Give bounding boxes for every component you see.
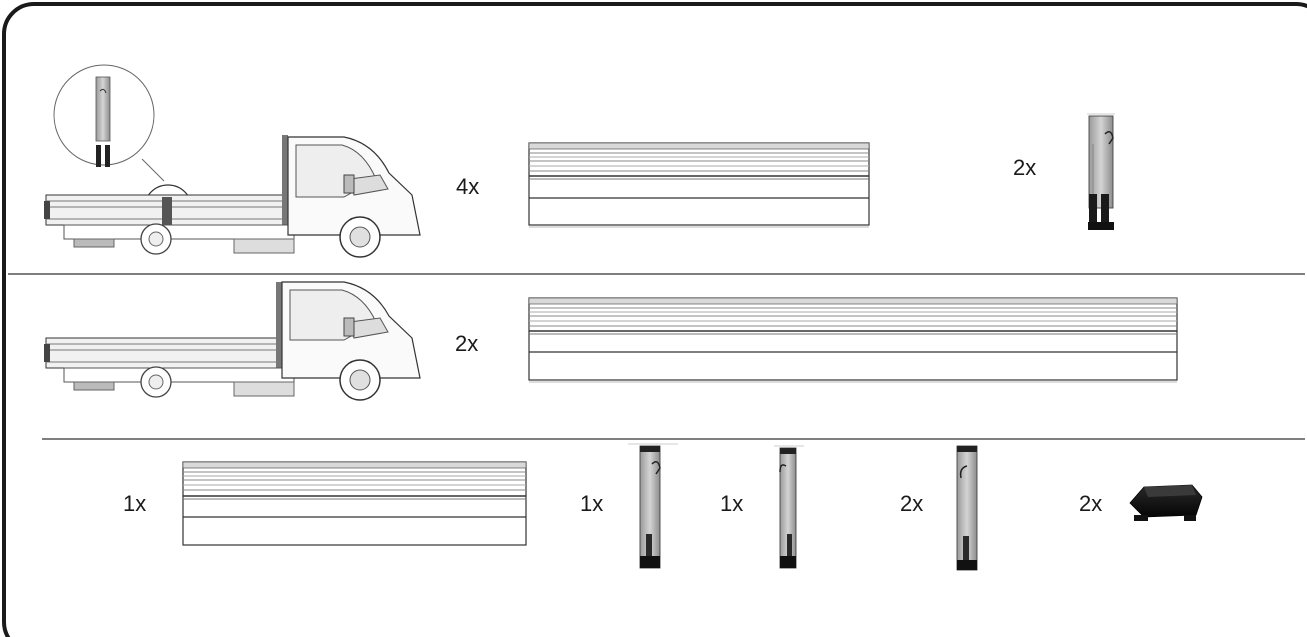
qty-label-middle-post: 2x (900, 491, 924, 516)
rear-panel (182, 461, 527, 546)
side-panel-long (528, 297, 1178, 383)
corner-post-with-lock (1087, 113, 1115, 230)
truck-short (44, 281, 421, 401)
qty-label-side-panel-medium: 4x (456, 174, 480, 199)
zoom-detail-post (95, 76, 111, 167)
qty-label-end-cap: 2x (1079, 491, 1103, 516)
post-right (774, 445, 804, 569)
qty-label-corner-post: 2x (1013, 155, 1037, 180)
truck-long (44, 64, 421, 258)
end-cap (1129, 484, 1203, 521)
qty-label-rear-panel: 1x (123, 491, 147, 516)
qty-label-post-left: 1x (580, 491, 604, 516)
side-panel-medium (528, 142, 870, 228)
post-left (628, 443, 678, 569)
qty-label-side-panel-long: 2x (455, 331, 479, 356)
qty-label-post-right: 1x (720, 491, 744, 516)
middle-post (956, 445, 978, 571)
